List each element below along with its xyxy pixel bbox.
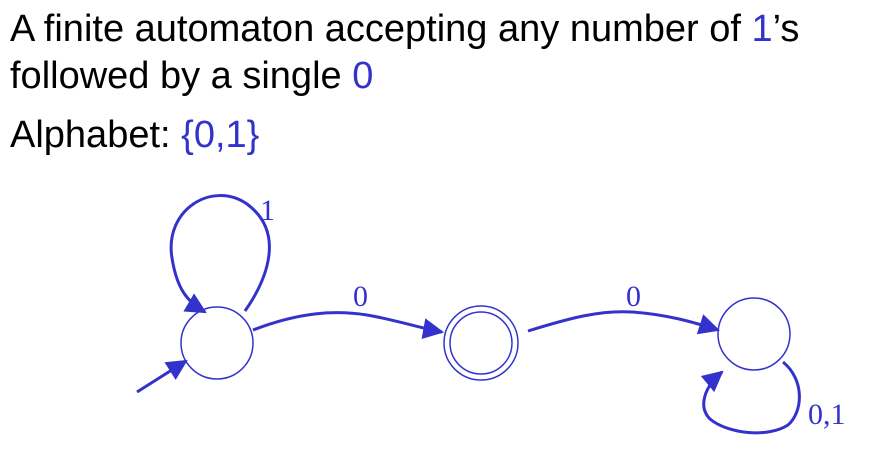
alphabet-value: {0,1}: [181, 114, 260, 156]
slide-heading: A finite automaton accepting any number …: [10, 6, 880, 100]
label-accept-dead: 0: [626, 280, 641, 313]
self-loop-dead: [700, 360, 801, 435]
state-accept-inner: [449, 311, 513, 375]
heading-line-1: A finite automaton accepting any number …: [10, 6, 880, 53]
heading-symbol-one: 1: [751, 8, 773, 50]
label-start-accept: 0: [353, 280, 368, 313]
state-dead: [717, 297, 791, 371]
state-accept-outer: [443, 305, 519, 381]
edge-start-accept: [252, 311, 445, 339]
alphabet-label: Alphabet:: [10, 114, 182, 156]
label-dead-loop: 0,1: [808, 398, 846, 431]
heading-symbol-zero: 0: [352, 55, 374, 97]
edge-accept-dead: [527, 310, 721, 335]
alphabet-line: Alphabet: {0,1}: [10, 112, 259, 159]
state-start: [180, 306, 254, 380]
label-start-loop: 1: [260, 194, 275, 227]
heading-line-2: followed by a single 0: [10, 53, 880, 100]
heading-text-3: followed by a single: [10, 55, 353, 97]
heading-text-1: A finite automaton accepting any number …: [10, 8, 752, 50]
self-loop-start: [169, 194, 271, 314]
initial-arrow: [136, 359, 188, 394]
heading-text-2: ’s: [772, 8, 800, 50]
